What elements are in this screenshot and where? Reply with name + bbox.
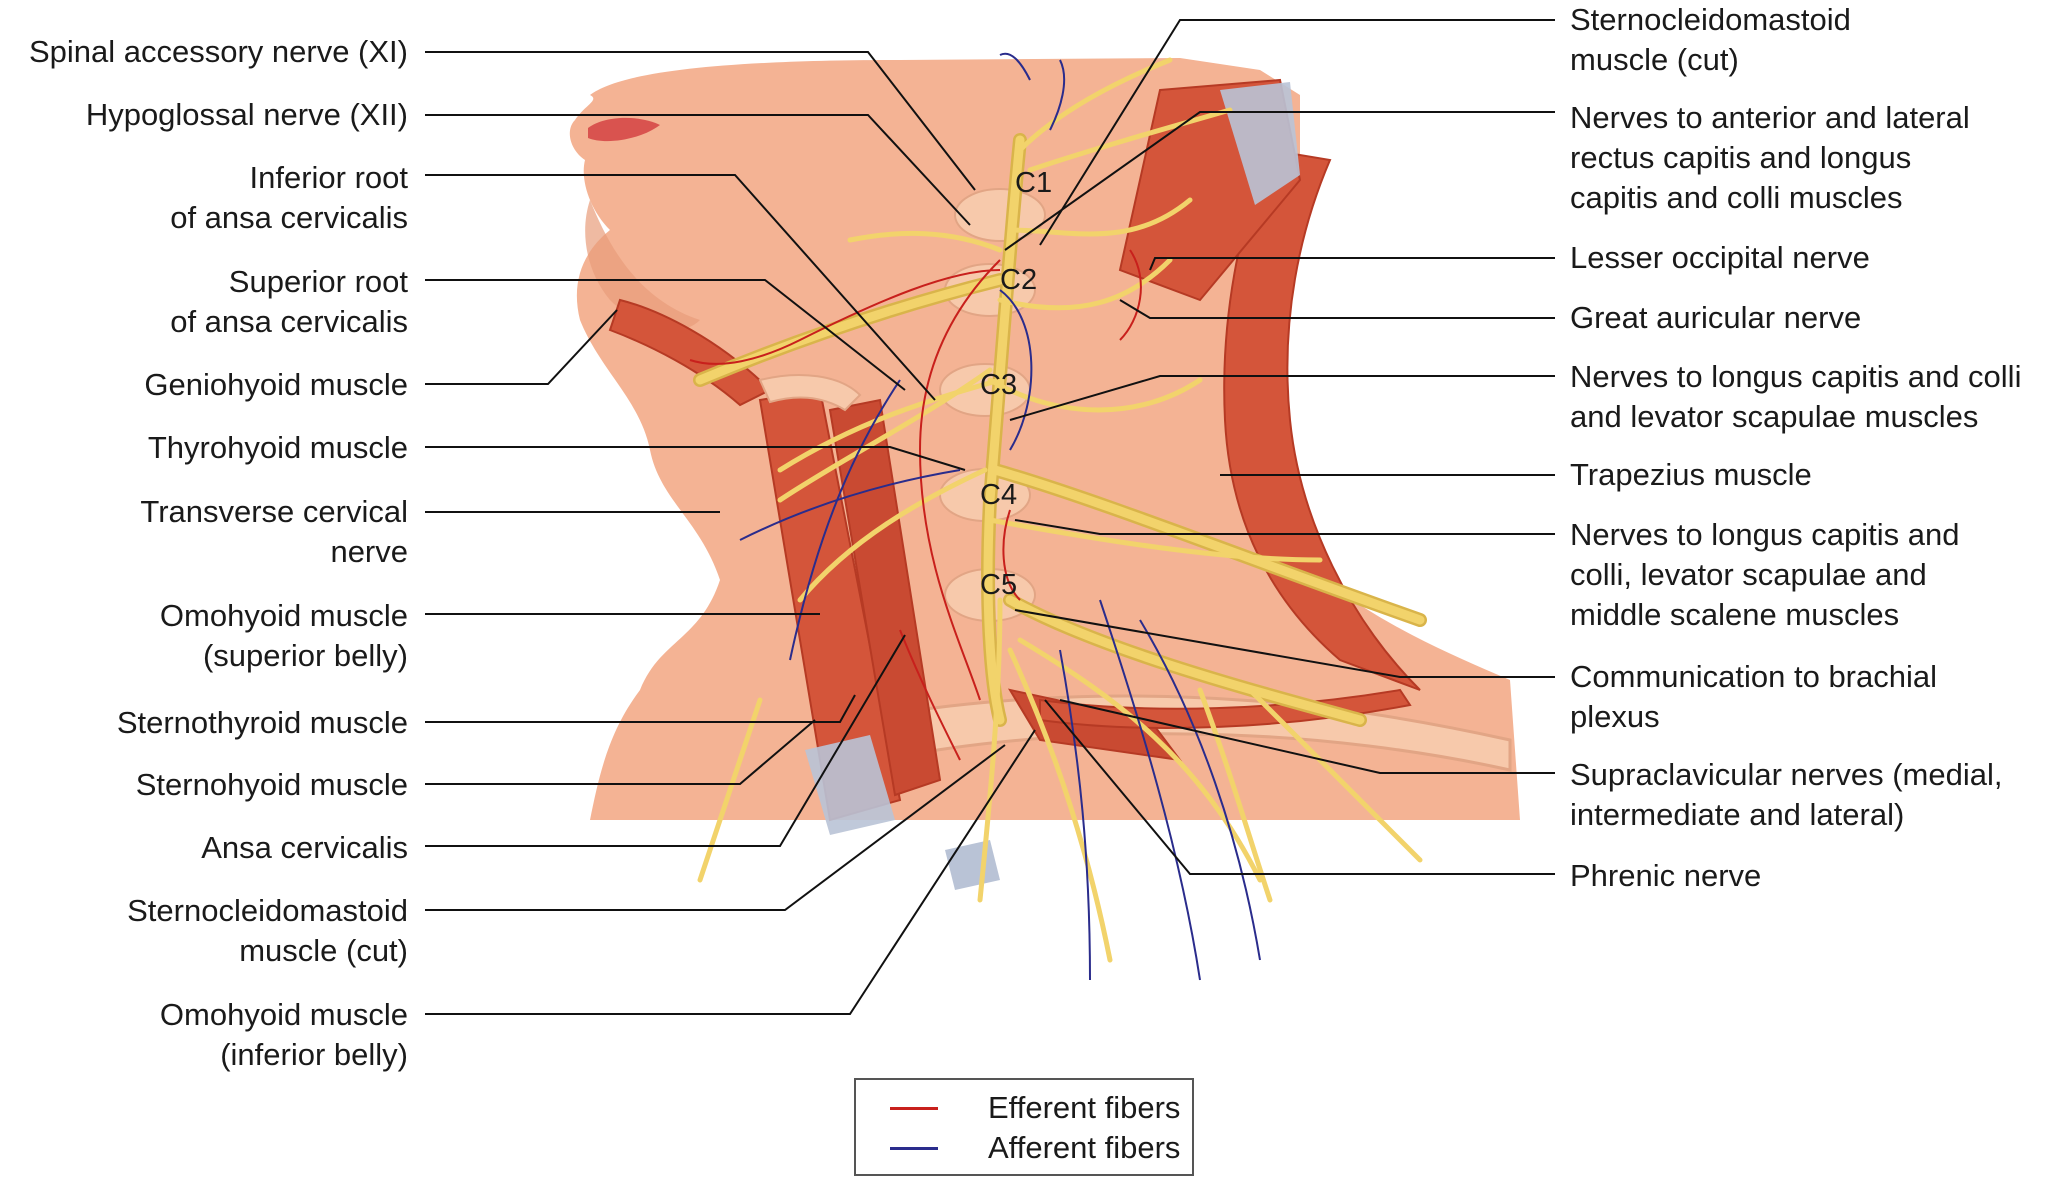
- label-superior-root-ansa: Superior root of ansa cervicalis: [170, 264, 408, 339]
- strap-tendon: [805, 735, 895, 835]
- chin-shadow: [585, 200, 700, 331]
- legend-label-efferent: Efferent fibers: [988, 1090, 1181, 1125]
- geniohyoid-muscle: [608, 298, 772, 407]
- vertebra-label-c4: C4: [980, 479, 1018, 511]
- label-spinal-accessory-nerve: Spinal accessory nerve (XI): [28, 34, 408, 69]
- label-trapezius-muscle: Trapezius muscle: [1570, 457, 1812, 492]
- label-omohyoid-inferior: Omohyoid muscle (inferior belly): [159, 997, 408, 1072]
- label-geniohyoid-muscle: Geniohyoid muscle: [144, 367, 408, 402]
- label-sternothyroid-muscle: Sternothyroid muscle: [116, 705, 408, 740]
- afferent-fibers: [739, 52, 1261, 981]
- leader-lines: [425, 19, 1555, 1015]
- vertebra-label-c2: C2: [1000, 264, 1038, 296]
- label-supraclavicular-nerves: Supraclavicular nerves (medial, intermed…: [1570, 757, 2003, 832]
- hyoid-bone: [758, 374, 862, 412]
- efferent-swatch: [890, 1107, 938, 1110]
- label-transverse-cervical-nerve: Transverse cervical nerve: [140, 494, 408, 569]
- vertebra-label-c5: C5: [980, 569, 1018, 601]
- legend-label-afferent: Afferent fibers: [988, 1130, 1181, 1165]
- label-sternohyoid-muscle: Sternohyoid muscle: [135, 767, 408, 802]
- label-thyrohyoid-muscle: Thyrohyoid muscle: [147, 430, 408, 465]
- label-nerves-longus-levator: Nerves to longus capitis and colli and l…: [1570, 359, 2022, 434]
- label-omohyoid-superior: Omohyoid muscle (superior belly): [159, 598, 408, 673]
- label-scm-cut-left: Sternocleidomastoid muscle (cut): [127, 893, 408, 968]
- afferent-swatch: [890, 1147, 938, 1150]
- label-lesser-occipital-nerve: Lesser occipital nerve: [1570, 240, 1870, 275]
- lips: [588, 117, 660, 142]
- label-great-auricular-nerve: Great auricular nerve: [1570, 300, 1862, 335]
- label-scm-cut-right: Sternocleidomastoid muscle (cut): [1570, 2, 1851, 77]
- label-inferior-root-ansa: Inferior root of ansa cervicalis: [170, 160, 408, 235]
- trapezius-muscle: [1223, 148, 1421, 691]
- label-nerves-rectus-capitis: Nerves to anterior and lateral rectus ca…: [1570, 100, 1970, 215]
- legend: Efferent fibers Afferent fibers: [854, 1078, 1194, 1176]
- label-phrenic-nerve: Phrenic nerve: [1570, 858, 1762, 893]
- label-nerves-longus-scalene: Nerves to longus capitis and colli, leva…: [1570, 517, 1960, 632]
- label-hypoglossal-nerve: Hypoglossal nerve (XII): [85, 97, 408, 132]
- label-ansa-cervicalis: Ansa cervicalis: [201, 830, 408, 865]
- label-communication-brachial-plexus: Communication to brachial plexus: [1570, 659, 1938, 734]
- vertebra-label-c1: C1: [1015, 167, 1053, 199]
- efferent-fibers: [689, 249, 1142, 761]
- sternothyroid-muscle: [828, 398, 942, 797]
- vertebra-label-c3: C3: [980, 369, 1018, 401]
- clavicle-tendon: [945, 840, 1000, 890]
